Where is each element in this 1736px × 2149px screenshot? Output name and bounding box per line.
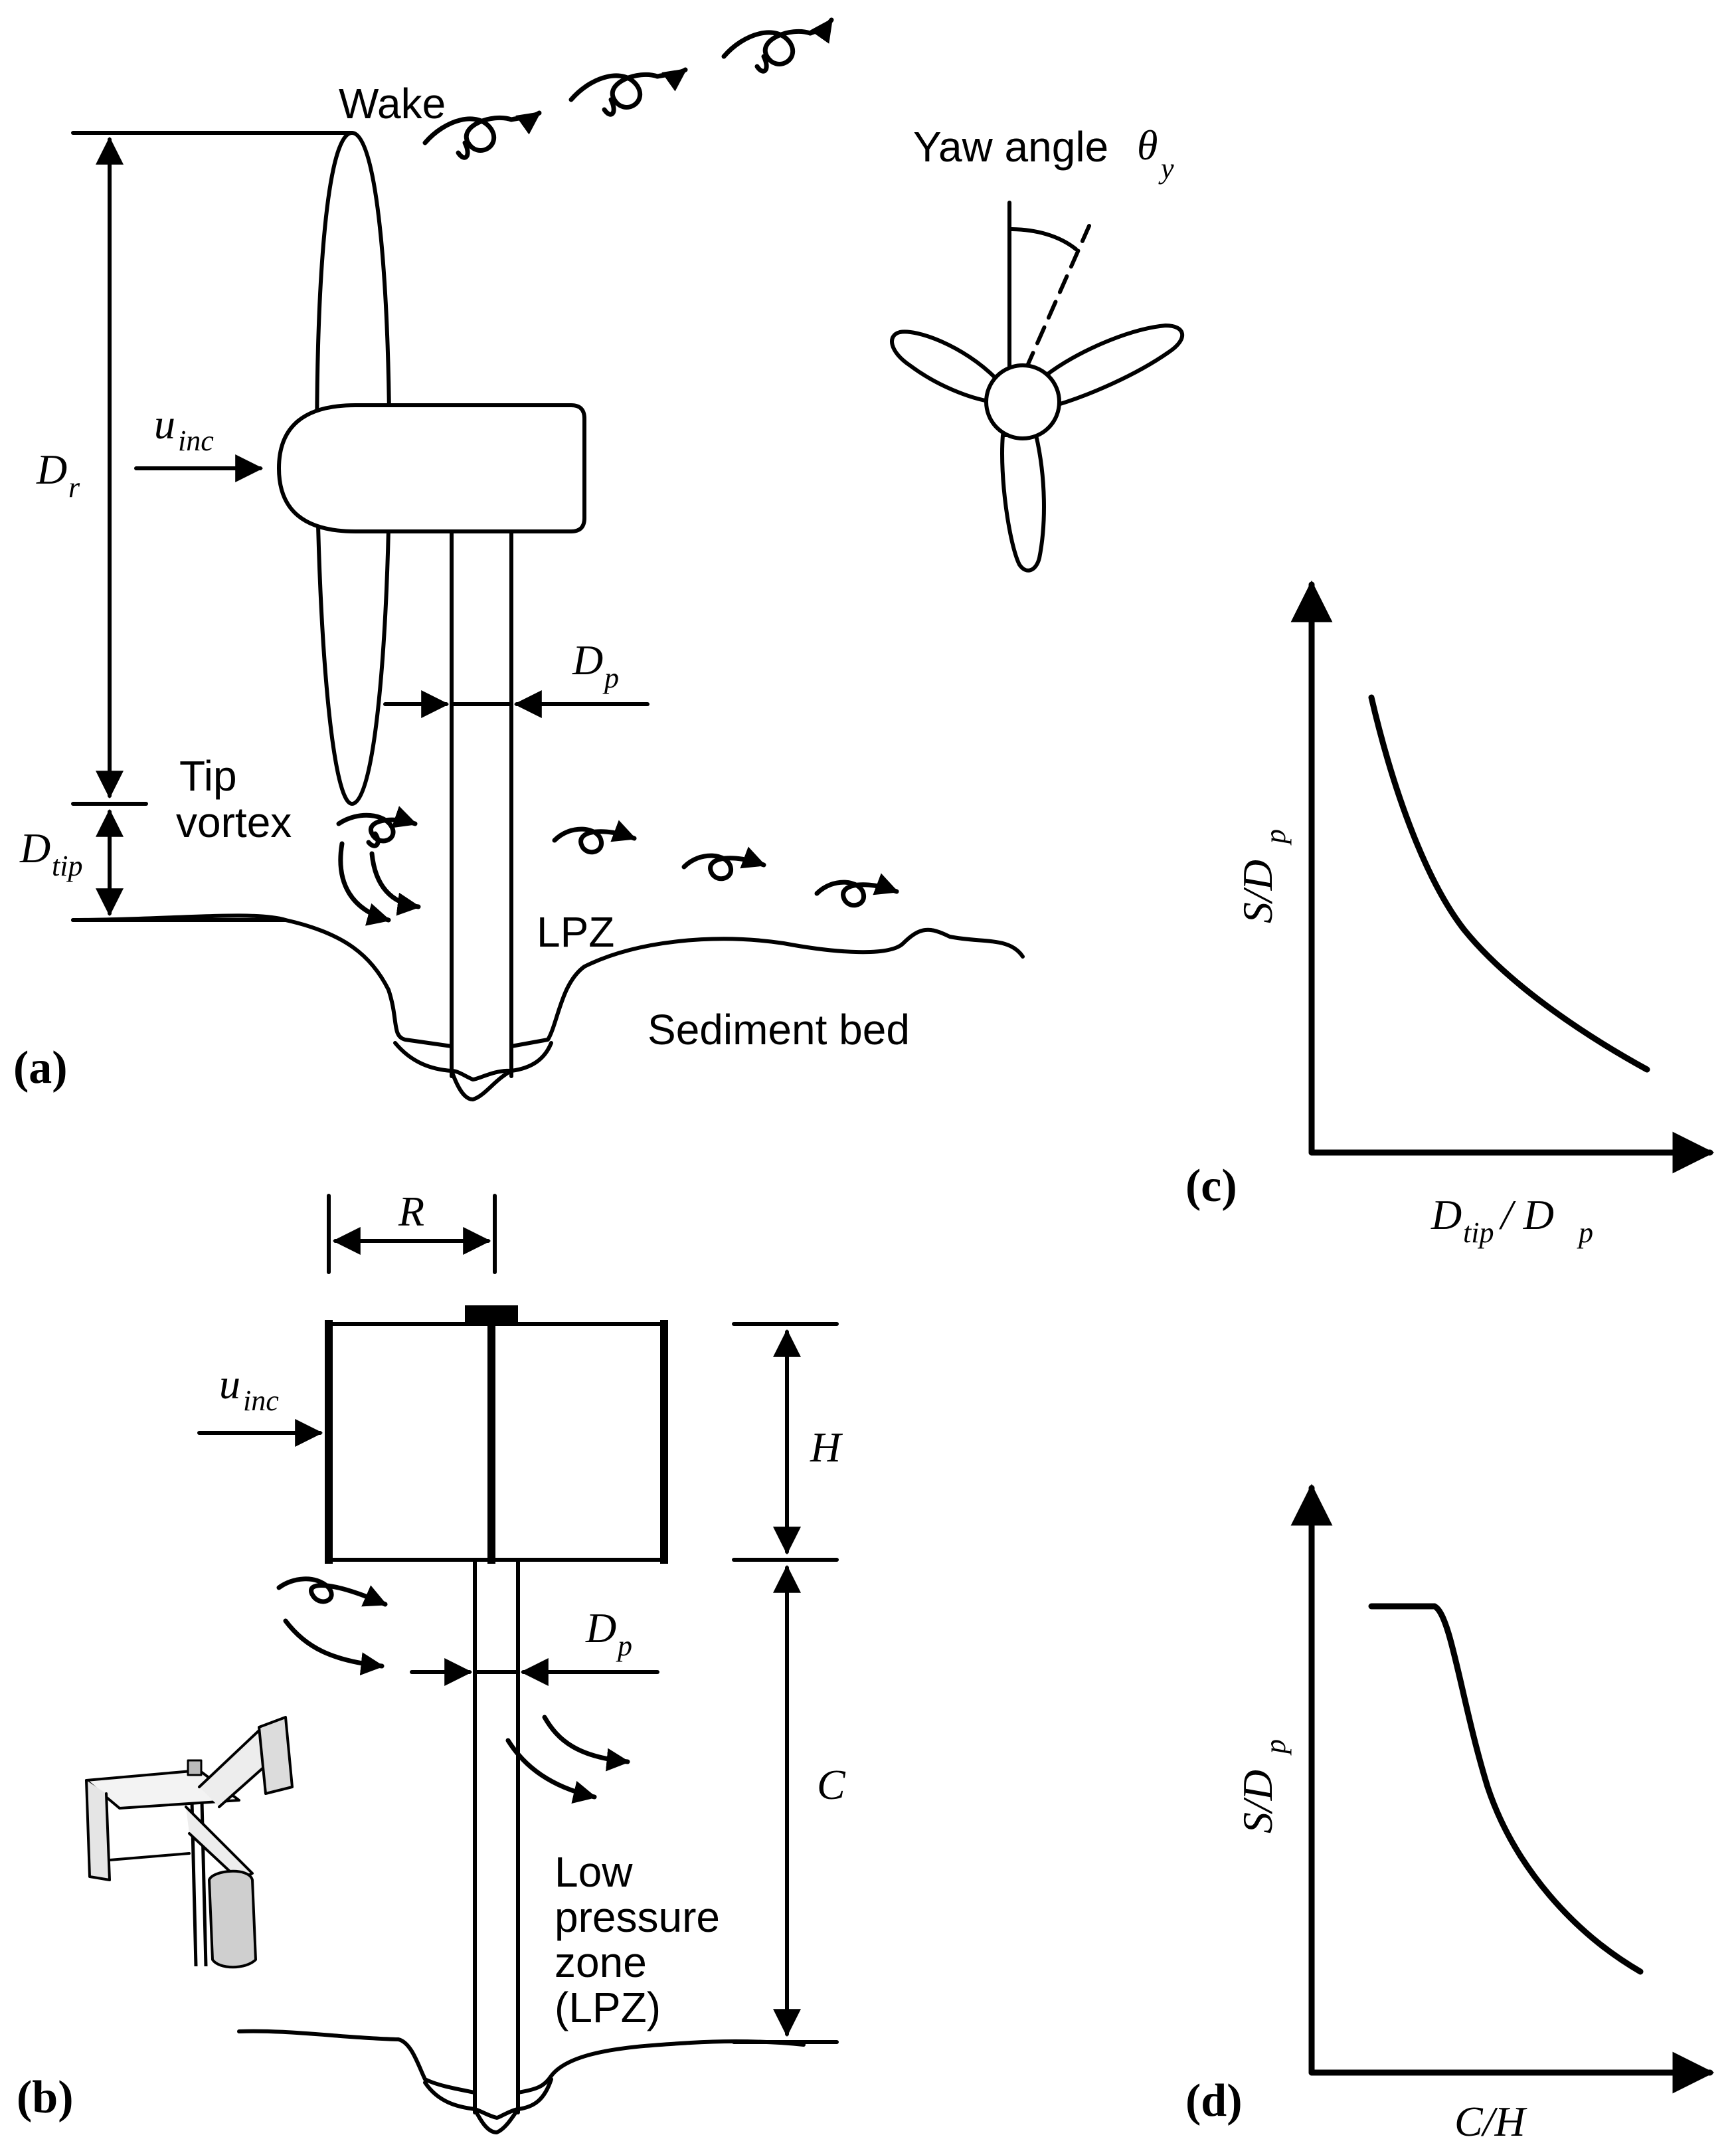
panel-c-x-label-b: / D (1499, 1191, 1554, 1238)
u-inc-label-a: u (154, 401, 175, 448)
u-inc-subscript-a: inc (178, 424, 214, 457)
yaw-theta-subscript: y (1158, 152, 1174, 185)
yaw-sketch (890, 201, 1184, 573)
yaw-angle-arc (1007, 227, 1078, 251)
tip-clearance-subscript: tip (52, 850, 82, 882)
wake-vortex-2 (568, 67, 688, 117)
panel-c-x-label-b-sub: p (1577, 1216, 1593, 1249)
tip-vortex-label-line1: Tip (179, 752, 237, 800)
yaw-hub (984, 363, 1061, 440)
vawt-3d-sketch-icon (85, 1716, 294, 1969)
clearance-label: C (817, 1761, 846, 1808)
yaw-blade-bottom (1000, 433, 1046, 573)
panel-c-label: (c) (1185, 1161, 1237, 1212)
pile-diameter-subscript-b: p (616, 1630, 632, 1662)
tip-vortex (336, 806, 421, 926)
panel-d-curve (1368, 1603, 1644, 1975)
panel-d-y-label: S/D p (1234, 1739, 1292, 1833)
sediment-bed-line (71, 913, 1025, 1048)
lpz-label-b-line2: pressure (555, 1893, 720, 1941)
tip-vortex-label-line2: vortex (176, 798, 292, 846)
yaw-theta-symbol: θ (1137, 122, 1158, 169)
rotor-height-label: H (810, 1424, 843, 1471)
lpz-label-a: LPZ (537, 908, 614, 956)
rotor-diameter-subscript: r (68, 471, 80, 504)
lpz-label-b-line4: (LPZ) (555, 1984, 661, 2031)
yaw-blade-right (1044, 324, 1184, 407)
svg-text:p: p (1259, 829, 1292, 846)
panel-c-y-label: S/D p (1234, 829, 1292, 923)
svg-text:p: p (1259, 1739, 1292, 1756)
tip-clearance-label: D (19, 824, 50, 872)
lpz-label-b-line1: Low (555, 1848, 633, 1896)
u-inc-label-b: u (219, 1360, 240, 1408)
panel-a: Wake Yaw angle θ y u inc D r D p Tip vor… (13, 17, 1184, 1101)
bed-vortex-2 (681, 846, 766, 882)
pile-diameter-subscript-a: p (602, 662, 619, 694)
wake-vortex-1 (422, 110, 542, 160)
pile-diameter-label-b: D (585, 1604, 616, 1651)
panel-d: S/D p C/H (d) (1185, 1483, 1715, 2145)
panel-b: R u inc H D p C Low pressure zone (LPZ) … (17, 1188, 846, 2134)
lpz-label-b-line3: zone (555, 1938, 647, 1986)
svg-text:S/D: S/D (1234, 1770, 1281, 1833)
rotor-diameter-label: D (36, 446, 67, 493)
bed-vortex-1 (552, 820, 637, 855)
yaw-rotated-axis (1024, 224, 1091, 371)
panel-a-label: (a) (13, 1042, 68, 1093)
rotor-box (327, 1322, 666, 1562)
pile-diameter-label-a: D (572, 636, 603, 684)
radius-label: R (398, 1188, 424, 1235)
sediment-bed-label: Sediment bed (648, 1006, 910, 1054)
rotor-vortex-b (276, 1576, 388, 1676)
pile-tip-b (473, 2107, 520, 2134)
panel-c-curve (1368, 694, 1650, 1073)
svg-text:S/D: S/D (1234, 860, 1281, 923)
turbine-blade (315, 131, 392, 806)
panel-d-label: (d) (1185, 2075, 1243, 2126)
yaw-angle-label: Yaw angle (913, 123, 1108, 171)
pile-tip (450, 1068, 513, 1101)
wake-vortex-3 (721, 17, 834, 74)
scour-hole-bottom (393, 1041, 553, 1073)
panel-c-x-label-a-sub: tip (1463, 1216, 1494, 1249)
sediment-bed-line-b (237, 2029, 806, 2095)
panel-d-x-label: C/H (1454, 2098, 1527, 2145)
panel-c-x-label-a: D (1431, 1191, 1462, 1238)
lpz-flow-arrows-b (505, 1715, 630, 1804)
panel-b-label: (b) (17, 2072, 74, 2123)
nacelle (277, 403, 586, 533)
u-inc-subscript-b: inc (243, 1384, 279, 1417)
bed-vortex-3 (814, 873, 899, 908)
panel-c: S/D p D tip / D p (c) (1185, 580, 1715, 1249)
scour-hole-bottom-b (423, 2077, 553, 2111)
wake-label: Wake (339, 80, 446, 128)
yaw-blade-left (890, 329, 998, 404)
